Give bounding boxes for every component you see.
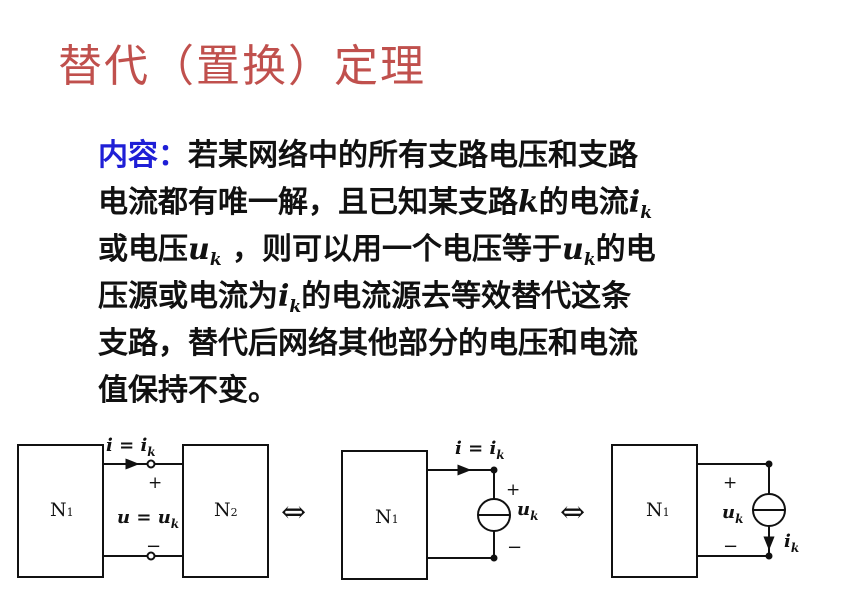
minus-sign: − <box>507 537 522 558</box>
n1-label: N1 <box>646 499 670 521</box>
n1-block <box>17 444 104 578</box>
var-k: k <box>518 185 539 220</box>
plus-sign: + <box>723 473 737 493</box>
n1-label: N1 <box>375 506 399 528</box>
current-label: ik <box>784 531 799 555</box>
voltage-label: uk <box>517 499 538 523</box>
current-equation: i = ik <box>106 435 156 459</box>
current-equation: i = ik <box>455 438 505 462</box>
var-ik: ik <box>278 279 302 317</box>
content-line-6: 值保持不变。 <box>98 373 278 408</box>
voltage-label: uk <box>722 502 743 526</box>
circuit-diagram: N1 N2 i = ik + u = uk − ⇔ N1 i = ik + uk… <box>17 435 799 580</box>
terminal <box>146 551 156 561</box>
n1-block <box>341 450 428 580</box>
content-line-1: 内容：若某网络中的所有支路电压和支路 <box>98 132 758 179</box>
equivalence-arrow: ⇔ <box>281 495 306 530</box>
content-text: 压源或电流为 <box>98 279 278 314</box>
content-label: 内容： <box>98 138 188 173</box>
terminal <box>146 459 156 469</box>
content-text: 电流都有唯一解，且已知某支路 <box>98 185 518 220</box>
theorem-content: 内容：若某网络中的所有支路电压和支路 电流都有唯一解，且已知某支路k的电流ik … <box>98 132 758 414</box>
circuit-voltage-source <box>341 450 511 580</box>
content-text: 的电流源去等效替代这条 <box>301 279 632 314</box>
content-text: 若某网络中的所有支路电压和支路 <box>188 138 638 173</box>
page-title: 替代（置换）定理 <box>58 41 426 92</box>
n1-block <box>611 444 698 578</box>
content-text: ，则可以用一个电压等于 <box>221 232 563 267</box>
var-uk: uk <box>562 232 596 270</box>
var-uk: uk <box>188 232 222 270</box>
content-text: 的电流 <box>538 185 629 220</box>
content-line-2: 电流都有唯一解，且已知某支路k的电流ik <box>98 179 758 226</box>
var-ik: ik <box>628 185 652 223</box>
content-text: 的电 <box>595 232 656 267</box>
content-line-4: 压源或电流为ik的电流源去等效替代这条 <box>98 273 758 320</box>
content-line-3: 或电压uk ，则可以用一个电压等于uk的电 <box>98 226 758 273</box>
plus-sign: + <box>148 473 162 493</box>
content-text: 或电压 <box>98 232 188 267</box>
n1-label: N1 <box>50 499 74 521</box>
minus-sign: − <box>146 536 161 557</box>
n2-label: N2 <box>214 499 238 521</box>
content-line-5: 支路，替代后网络其他部分的电压和电流 <box>98 326 638 361</box>
equivalence-arrow: ⇔ <box>560 495 585 530</box>
plus-sign: + <box>506 480 520 500</box>
minus-sign: − <box>723 536 738 557</box>
n2-block <box>182 444 269 578</box>
circuit-n1-n2 <box>17 444 269 578</box>
circuit-current-source <box>611 444 786 578</box>
voltage-equation: u = uk <box>117 507 179 531</box>
